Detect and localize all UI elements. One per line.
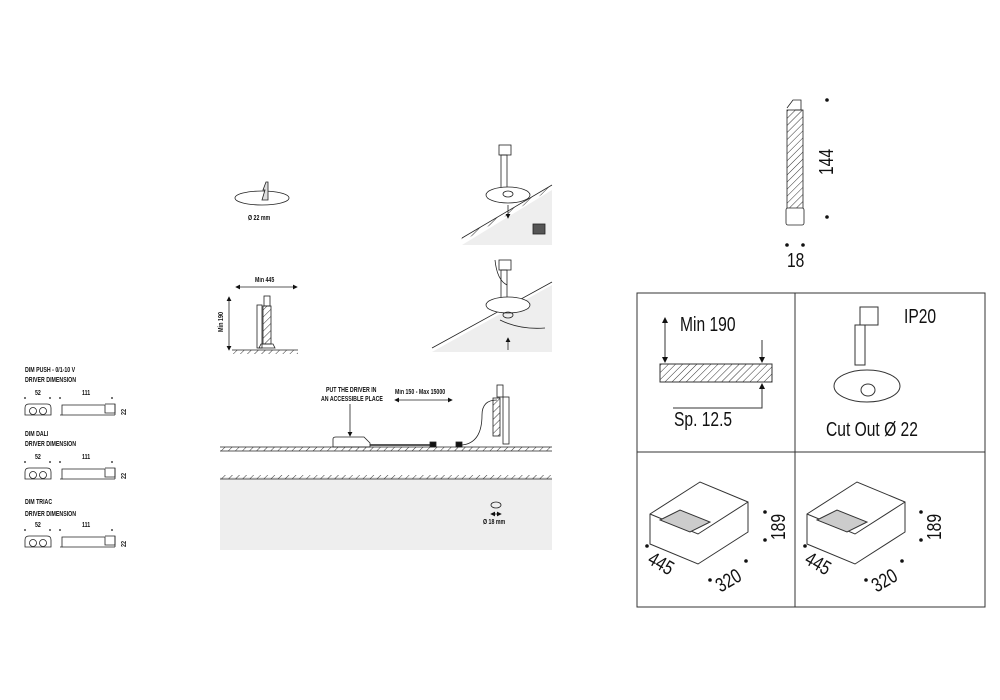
driver-title: DIM PUSH - 0/1-10 V — [25, 367, 76, 374]
driver-subtitle: DRIVER DIMENSION — [25, 511, 77, 518]
clearance-drawing — [226, 284, 298, 354]
clearance-width-label: Min 445 — [255, 277, 275, 284]
thickness-label: Sp. 12.5 — [674, 409, 733, 431]
box2-height: 189 — [924, 513, 946, 540]
driver-height: 22 — [121, 408, 128, 415]
ceiling-installation-scene — [220, 384, 552, 550]
spec-grid — [636, 292, 986, 608]
driver-title: DIM DALI — [25, 431, 49, 438]
hole-label: Ø 22 mm — [248, 215, 271, 222]
product-length: 144 — [816, 148, 838, 175]
driver-width: 52 — [35, 454, 41, 461]
driver-drawings — [24, 403, 116, 548]
product-diameter: 18 — [787, 250, 805, 272]
driver-note-line2: AN ACCESSIBLE PLACE — [321, 396, 383, 403]
ip-rating: IP20 — [904, 306, 937, 328]
cut-out-label: Cut Out Ø 22 — [826, 419, 918, 441]
min-depth-label: Min 190 — [680, 314, 736, 336]
ceiling-hole-label: Ø 18 mm — [483, 519, 506, 526]
driver-subtitle: DRIVER DIMENSION — [25, 441, 77, 448]
cable-range-label: Min 150 - Max 15000 — [395, 389, 446, 396]
driver-subtitle: DRIVER DIMENSION — [25, 377, 77, 384]
driver-length: 111 — [82, 522, 91, 529]
driver-note-line1: PUT THE DRIVER IN — [326, 387, 377, 394]
driver-width: 52 — [35, 390, 41, 397]
product-dim-dots — [785, 98, 829, 247]
install-step-2 — [431, 259, 553, 352]
hole-drawing — [234, 181, 290, 206]
driver-title: DIM TRIAC — [25, 499, 53, 506]
driver-length: 111 — [82, 390, 91, 397]
driver-width: 52 — [35, 522, 41, 529]
driver-height: 22 — [121, 472, 128, 479]
box-dim-dots — [645, 510, 923, 582]
box1-height: 189 — [768, 513, 790, 540]
driver-length: 111 — [82, 454, 91, 461]
driver-height: 22 — [121, 540, 128, 547]
clearance-height-label: Min 190 — [218, 311, 225, 332]
driver-dim-dots — [24, 397, 113, 531]
product-drawing — [785, 99, 805, 226]
install-step-1 — [461, 144, 553, 245]
